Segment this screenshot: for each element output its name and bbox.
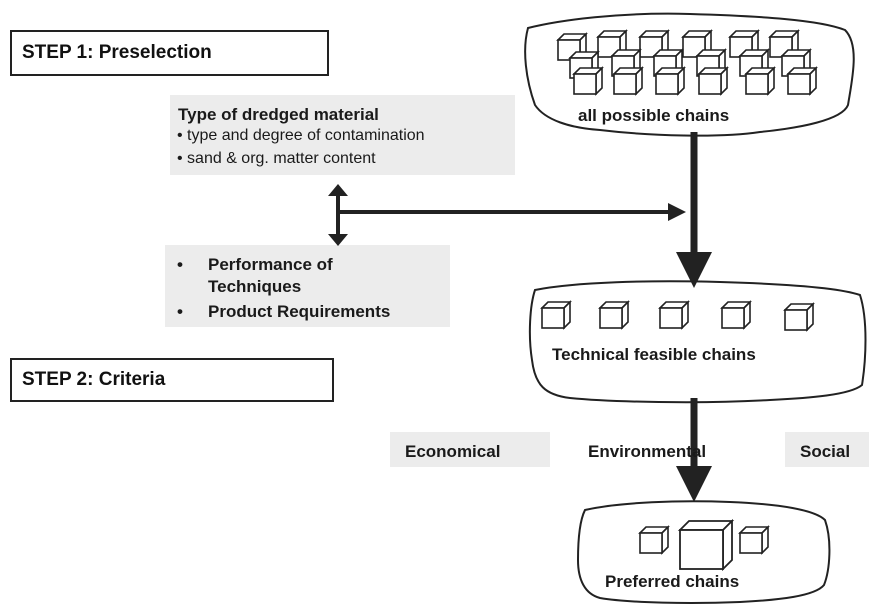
material-background [170,95,515,175]
label-all-possible-chains: all possible chains [578,106,730,125]
criterion-economical: Economical [405,442,501,461]
criterion-environmental: Environmental [588,442,707,461]
label-preferred-chains: Preferred chains [605,572,740,591]
performance-bullet-1: • [177,255,183,274]
step1-box: STEP 1: Preselection [10,30,329,76]
arrow-down [328,234,348,246]
arrow-down-preferred [676,466,712,502]
criterion-social: Social [800,442,851,461]
social-background [785,432,869,467]
arrow-up [328,184,348,196]
performance-line-1: Performance of [208,255,333,274]
arrow-right [668,203,686,221]
material-bullet-sand: • sand & org. matter content [177,150,376,167]
performance-line-3: Product Requirements [208,302,391,321]
step2-box: STEP 2: Criteria [10,358,334,402]
step1-label: STEP 1: Preselection [22,42,212,63]
material-bullet-contamination: • type and degree of contamination [177,127,425,144]
economical-background [390,432,550,467]
step2-label: STEP 2: Criteria [22,369,166,390]
material-title: Type of dredged material [178,105,379,124]
cloud-technical [528,280,867,404]
performance-bullet-2: • [177,302,183,321]
performance-background [165,245,450,327]
label-technical-feasible-chains: Technical feasible chains [552,345,756,364]
performance-line-2: Techniques [208,277,302,296]
arrow-down-technical [676,252,712,288]
